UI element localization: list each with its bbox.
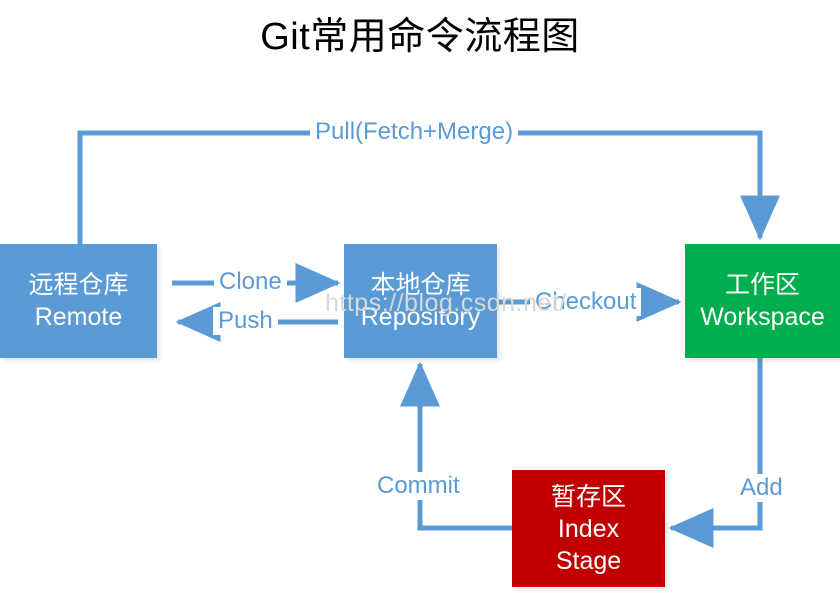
edge-label-checkout: Checkout [530,288,642,316]
node-repository-label-en: Repository [360,303,481,331]
node-index-label-cn: 暂存区 [550,482,626,511]
edge-label-push: Push [213,307,278,335]
node-repository-label-cn: 本地仓库 [370,271,471,299]
node-remote-label-cn: 远程仓库 [28,271,129,299]
node-repository[interactable]: 本地仓库 Repository [344,244,497,358]
node-workspace-label-en: Workspace [700,303,825,331]
page-title: Git常用命令流程图 [260,16,580,58]
edge-pull-path [77,130,780,244]
node-workspace-label-cn: 工作区 [724,271,800,299]
edge-label-add: Add [735,474,788,502]
node-index-label-extra: Stage [555,546,622,575]
node-remote-label-en: Remote [34,303,123,331]
edge-commit-path [400,361,512,531]
edge-label-pull: Pull(Fetch+Merge) [310,118,519,146]
node-remote[interactable]: 远程仓库 Remote [0,244,157,358]
node-index-label-en: Index [557,514,620,543]
edge-label-clone: Clone [214,268,287,296]
edge-add-path [668,358,763,548]
edge-label-commit: Commit [372,472,465,500]
node-index[interactable]: 暂存区 Index Stage [512,470,665,587]
node-workspace[interactable]: 工作区 Workspace [685,244,840,358]
